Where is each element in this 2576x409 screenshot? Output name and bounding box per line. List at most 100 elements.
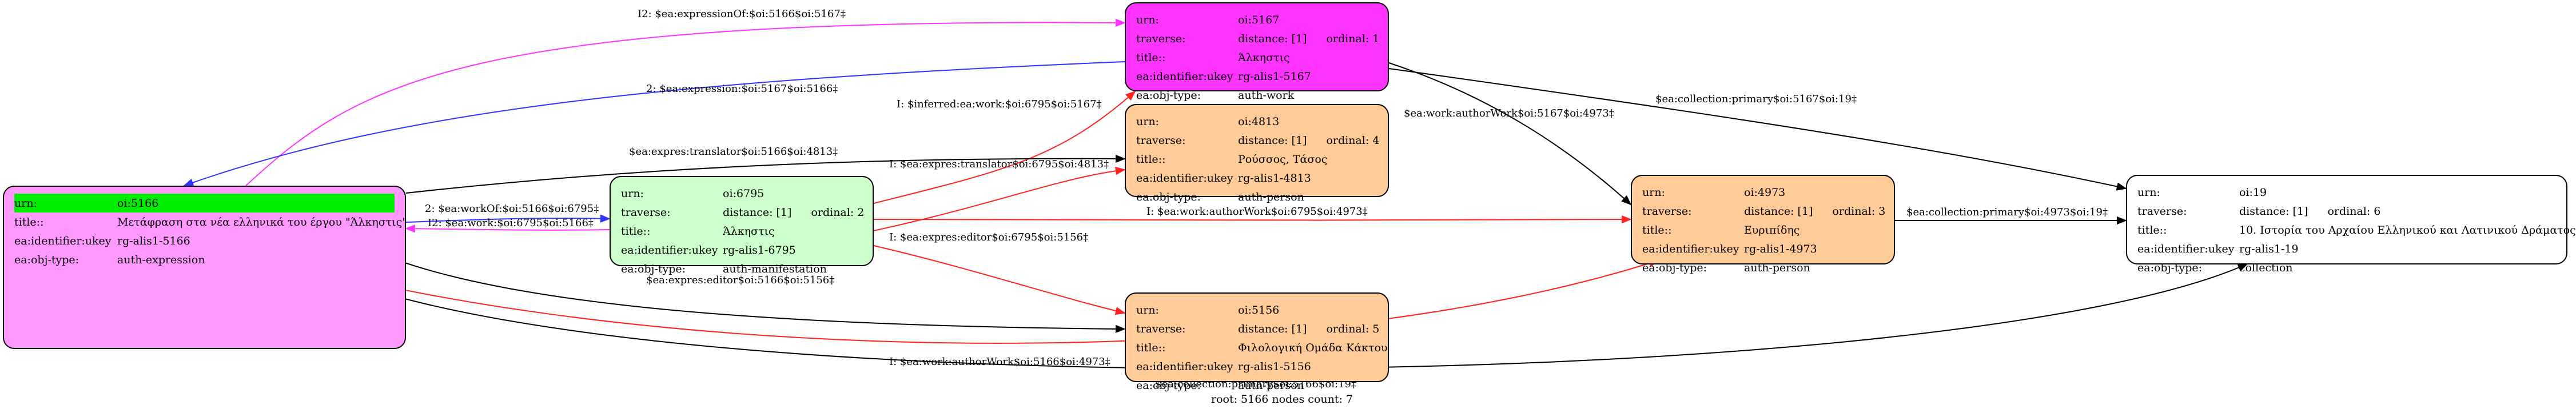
node-distance: distance: [1] xyxy=(1238,322,1307,335)
node-title: 10. Ιστορία του Αρχαίου Ελληνικού και Λα… xyxy=(2239,223,2576,236)
edge-collection-5167 xyxy=(1388,68,2127,191)
node-oi-4813[interactable]: urn:oi:4813 traverse:distance: [1]ordina… xyxy=(1125,104,1389,203)
node-ukey: rg-alis1-4973 xyxy=(1744,242,1817,255)
edge-workOf xyxy=(405,214,611,223)
node-ukey: rg-alis1-5167 xyxy=(1238,70,1311,83)
node-key: urn: xyxy=(1136,303,1159,316)
node-distance: distance: [1] xyxy=(1238,134,1307,147)
node-oi-5166[interactable]: urn: oi:5166 title:: Μετάφραση στα νέα ε… xyxy=(3,186,408,349)
node-key: title:: xyxy=(621,224,651,238)
node-oi-5156[interactable]: urn: oi:5156 traverse: distance: [1] ordina… xyxy=(1125,292,1389,392)
node-key: title:: xyxy=(2137,223,2167,236)
edge-label-authorWork-5166: I: $ea:work:authorWork$oi:5166$oi:4973‡ xyxy=(889,356,1110,368)
node-key: traverse: xyxy=(1642,204,1692,218)
node-key: traverse: xyxy=(1136,32,1186,45)
edge-label-expressionOf: I2: $ea:expressionOf:$oi:5166$oi:5167‡ xyxy=(638,8,846,20)
node-title: Φιλολογική Ομάδα Κάκτου xyxy=(1238,341,1388,354)
edge-authorWork-5166 xyxy=(251,251,1659,344)
node-distance: distance: [1] xyxy=(1744,204,1813,218)
node-distance: distance: [1] xyxy=(723,206,792,219)
node-key: ea:identifier:ukey xyxy=(1136,171,1233,185)
node-type: auth-person xyxy=(1238,379,1304,392)
node-distance: distance: [1] xyxy=(1238,32,1307,45)
edge-label-workOf: 2: $ea:workOf:$oi:5166$oi:6795‡ xyxy=(425,203,599,215)
node-ordinal: ordinal: 6 xyxy=(2327,204,2381,218)
node-key: ea:obj-type: xyxy=(1136,379,1201,392)
node-ukey: rg-alis1-19 xyxy=(2239,242,2299,255)
node-key: ea:identifier:ukey xyxy=(2137,242,2235,255)
node-key: ea:obj-type: xyxy=(2137,261,2203,274)
node-key: ea:identifier:ukey xyxy=(1642,242,1739,255)
edge-editor-6795 xyxy=(873,245,1126,315)
node-title: Ρούσσος, Τάσος xyxy=(1238,153,1328,166)
node-urn: oi:6795 xyxy=(723,187,765,200)
node-ukey: rg-alis1-5156 xyxy=(1238,360,1311,373)
node-ukey-row: ea:identifier:ukey rg-alis1-5166 xyxy=(14,231,395,250)
node-ukey: rg-alis1-4813 xyxy=(1238,171,1311,185)
edge-translator-6795 xyxy=(873,166,1126,231)
edge-label-expression: 2: $ea:expression:$oi:5167$oi:5166‡ xyxy=(646,83,838,95)
node-key: ea:obj-type: xyxy=(1136,89,1201,102)
node-title: Μετάφραση στα νέα ελληνικά του έργου "Άλ… xyxy=(117,215,408,228)
edge-label-work: I2: $ea:work:$oi:6795$oi:5166‡ xyxy=(428,217,594,229)
edge-label-authorWork-6795: I: $ea:work:authorWork$oi:6795$oi:4973‡ xyxy=(1146,206,1368,218)
node-key: urn: xyxy=(1642,186,1665,199)
node-oi-19[interactable]: urn: oi:19 traverse: distance: [1] ordinal:… xyxy=(2126,175,2576,274)
node-key: ea:obj-type: xyxy=(14,253,79,266)
node-distance: distance: [1] xyxy=(2239,204,2308,218)
edge-translator-5166 xyxy=(405,154,1126,194)
node-ordinal: ordinal: 4 xyxy=(1326,134,1380,147)
edge-label-translator-6795: I: $ea:expres:translator$oi:6795$oi:4813… xyxy=(889,158,1109,170)
node-key: traverse: xyxy=(2137,204,2187,218)
node-key: urn: xyxy=(14,197,37,210)
edge-authorWork-6795 xyxy=(873,215,1632,224)
node-key: title:: xyxy=(14,215,44,228)
node-key: title:: xyxy=(1136,153,1166,166)
node-key: urn: xyxy=(2137,186,2160,199)
node-urn: oi:19 xyxy=(2239,186,2267,199)
node-urn: oi:5167 xyxy=(1238,13,1280,26)
node-key: ea:identifier:ukey xyxy=(621,243,718,256)
node-urn: oi:5166 xyxy=(117,197,159,210)
graph-footer: root: 5166 nodes count: 7 xyxy=(1211,393,1353,406)
node-type: auth-person xyxy=(1744,261,1810,274)
node-ordinal: ordinal: 3 xyxy=(1832,204,1886,218)
node-oi-4973[interactable]: urn: oi:4973 traverse: distance: [1] ordina… xyxy=(1631,175,1895,274)
node-urn: oi:4973 xyxy=(1744,186,1786,199)
edge-label-editor-5166: $ea:expres:editor$oi:5166$oi:5156‡ xyxy=(646,274,835,286)
node-key: title:: xyxy=(1642,223,1672,236)
node-key: traverse: xyxy=(1136,322,1186,335)
node-type: collection xyxy=(2239,261,2293,274)
edge-work xyxy=(405,224,610,233)
node-key: ea:obj-type: xyxy=(1136,190,1201,203)
node-key: ea:obj-type: xyxy=(1642,261,1707,274)
node-title: Άλκηστις xyxy=(723,224,775,238)
edge-label-inferred: I: $inferred:ea:work:$oi:6795$oi:5167‡ xyxy=(897,98,1102,110)
edge-label-authorWork-5167: $ea:work:authorWork$oi:5167$oi:4973‡ xyxy=(1404,107,1614,119)
node-oi-6795[interactable]: urn:oi:6795 traverse:distance: [1]ordina… xyxy=(610,176,874,275)
edge-authorWork-5167 xyxy=(1388,62,1632,206)
node-type: auth-person xyxy=(1238,190,1304,203)
node-type-row: ea:obj-type: auth-expression xyxy=(14,250,395,269)
node-type: auth-manifestation xyxy=(723,262,827,275)
edge-label-translator-5166: $ea:expres:translator$oi:5166$oi:4813‡ xyxy=(629,146,838,158)
node-ukey: rg-alis1-5166 xyxy=(117,234,190,247)
edge-label-collection-4973: $ea:collection:primary$oi:4973$oi:19‡ xyxy=(1906,206,2108,218)
node-oi-5167[interactable]: urn:oi:5167 traverse:distance: [1]ordina… xyxy=(1125,2,1389,102)
edge-expression xyxy=(183,61,1125,187)
node-type: auth-work xyxy=(1238,89,1295,102)
node-key: urn: xyxy=(1136,13,1159,26)
edge-expressionOf xyxy=(245,18,1126,186)
node-urn: oi:5156 xyxy=(1238,303,1280,316)
node-ukey: rg-alis1-6795 xyxy=(723,243,796,256)
node-ordinal: ordinal: 2 xyxy=(811,206,865,219)
node-key: traverse: xyxy=(621,206,671,219)
node-key: ea:identifier:ukey xyxy=(14,234,112,247)
edge-label-collection-5167: $ea:collection:primary$oi:5167$oi:19‡ xyxy=(1655,93,1857,105)
node-key: traverse: xyxy=(1136,134,1186,147)
edge-label-editor-6795: I: $ea:expres:editor$oi:6795$oi:5156‡ xyxy=(889,231,1089,243)
edge-inferred xyxy=(873,90,1136,204)
node-urn: oi:4813 xyxy=(1238,115,1280,128)
node-ordinal: ordinal: 5 xyxy=(1326,322,1380,335)
